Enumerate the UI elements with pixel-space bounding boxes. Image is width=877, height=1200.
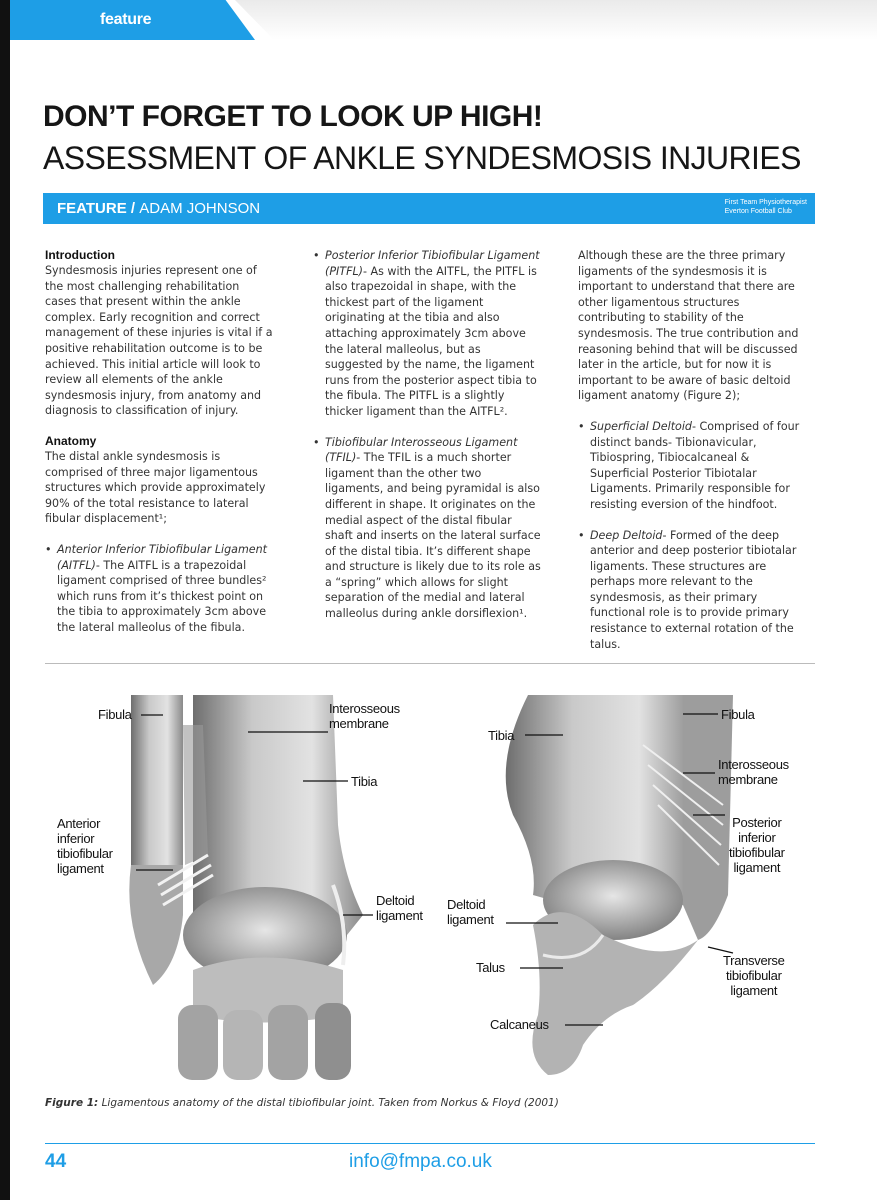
aitfl-bullet: Anterior Inferior Tibiofibular Ligament … (45, 542, 273, 636)
intro-paragraph: Syndesmosis injuries represent one of th… (45, 264, 273, 418)
superficial-deltoid-bullet: Superficial Deltoid- Comprised of four d… (578, 419, 806, 513)
section-tab: feature (10, 0, 255, 40)
left-rail (0, 40, 10, 1200)
column-3: Although these are the three primary lig… (578, 248, 806, 667)
deep-deltoid-bullet: Deep Deltoid- Formed of the deep anterio… (578, 528, 806, 653)
superficial-deltoid-term: Superficial Deltoid (590, 419, 692, 433)
label-pitfl-line1: Posterior (732, 815, 782, 830)
tfil-term: Tibiofibular Interosseous Ligament (TFIL… (325, 435, 518, 465)
anatomy-heading: Anatomy (45, 433, 97, 448)
headline: DON’T FORGET TO LOOK UP HIGH! (43, 100, 543, 133)
caption-text: Ligamentous anatomy of the distal tibiof… (101, 1097, 559, 1109)
section-tab-label: feature (100, 11, 152, 28)
byline-section: FEATURE / (57, 200, 136, 217)
label-interosseous-left-line1: Interosseous (329, 701, 400, 716)
label-deltoid-left-line2: ligament (376, 908, 423, 923)
label-pitfl-line4: ligament (733, 860, 781, 875)
label-deltoid-right-line2: ligament (447, 912, 494, 927)
subheadline: ASSESSMENT OF ANKLE SYNDESMOSIS INJURIES (43, 140, 801, 176)
label-fibula-right: Fibula (721, 707, 755, 722)
pitfl-description: - As with the AITFL, the PITFL is also t… (325, 264, 537, 418)
label-pitfl-line2: inferior (738, 830, 776, 845)
superficial-deltoid-description: - Comprised of four distinct bands- Tibi… (590, 419, 800, 511)
intro-heading: Introduction (45, 248, 115, 262)
page-number: 44 (45, 1151, 67, 1172)
anterior-view-drawing (129, 695, 363, 1080)
label-aitfl-line4: ligament (57, 861, 104, 876)
author-role-club: Everton Football Club (724, 208, 792, 215)
label-deltoid-left-line1: Deltoid (376, 893, 415, 908)
header-bevel (235, 0, 877, 40)
label-interosseous-right-line1: Interosseous (718, 757, 789, 772)
aitfl-term: Anterior Inferior Tibiofibular Ligament … (57, 542, 267, 572)
label-transverse-line2: tibiofibular (725, 968, 782, 983)
label-calcaneus: Calcaneus (490, 1017, 549, 1032)
label-tibia-left: Tibia (351, 774, 378, 789)
column-1: Introduction Syndesmosis injuries repres… (45, 248, 273, 650)
label-aitfl-line3: tibiofibular (57, 846, 113, 861)
label-tibia-right: Tibia (488, 728, 515, 743)
deep-deltoid-term: Deep Deltoid (590, 528, 663, 542)
label-transverse-line1: Transverse (723, 953, 785, 968)
header-edge (0, 0, 10, 40)
figure-caption: Figure 1: Ligamentous anatomy of the dis… (45, 1097, 559, 1109)
page-header: feature (0, 0, 877, 40)
footer-rule (45, 1143, 815, 1144)
pitfl-bullet: Posterior Inferior Tibiofibular Ligament… (313, 248, 541, 420)
label-pitfl-line3: tibiofibular (729, 845, 785, 860)
ankle-illustration (129, 695, 734, 1080)
label-fibula-left: Fibula (98, 707, 132, 722)
label-interosseous-left-line2: membrane (329, 716, 389, 731)
leader-lines (136, 713, 734, 1026)
tfil-bullet: Tibiofibular Interosseous Ligament (TFIL… (313, 435, 541, 622)
caption-label: Figure 1: (45, 1097, 99, 1109)
pitfl-term: Posterior Inferior Tibiofibular Ligament… (325, 249, 540, 278)
anatomy-paragraph: The distal ankle syndesmosis is comprise… (45, 449, 266, 526)
byline-bar: FEATURE / ADAM JOHNSON First Team Physio… (43, 193, 815, 224)
label-interosseous-right-line2: membrane (718, 772, 778, 787)
byline-author: ADAM JOHNSON (139, 200, 261, 217)
byline-label: FEATURE / ADAM JOHNSON (57, 200, 260, 217)
section-divider (45, 663, 815, 664)
deltoid-intro-paragraph: Although these are the three primary lig… (578, 249, 799, 403)
posterior-view-drawing (505, 695, 733, 1075)
label-aitfl-line2: inferior (57, 831, 95, 846)
author-role-title: First Team Physiotherapist (724, 199, 807, 206)
label-deltoid-right-line1: Deltoid (447, 897, 486, 912)
tfil-description: - The TFIL is a much shorter ligament th… (325, 451, 541, 621)
column-2: Posterior Inferior Tibiofibular Ligament… (313, 248, 541, 637)
aitfl-description: - The AITFL is a trapezoidal ligament co… (57, 558, 267, 634)
deep-deltoid-description: - Formed of the deep anterior and deep p… (590, 528, 797, 651)
footer-email[interactable]: info@fmpa.co.uk (349, 1151, 492, 1172)
label-talus: Talus (476, 960, 505, 975)
label-transverse-line3: ligament (730, 983, 778, 998)
label-aitfl-line1: Anterior (57, 816, 101, 831)
